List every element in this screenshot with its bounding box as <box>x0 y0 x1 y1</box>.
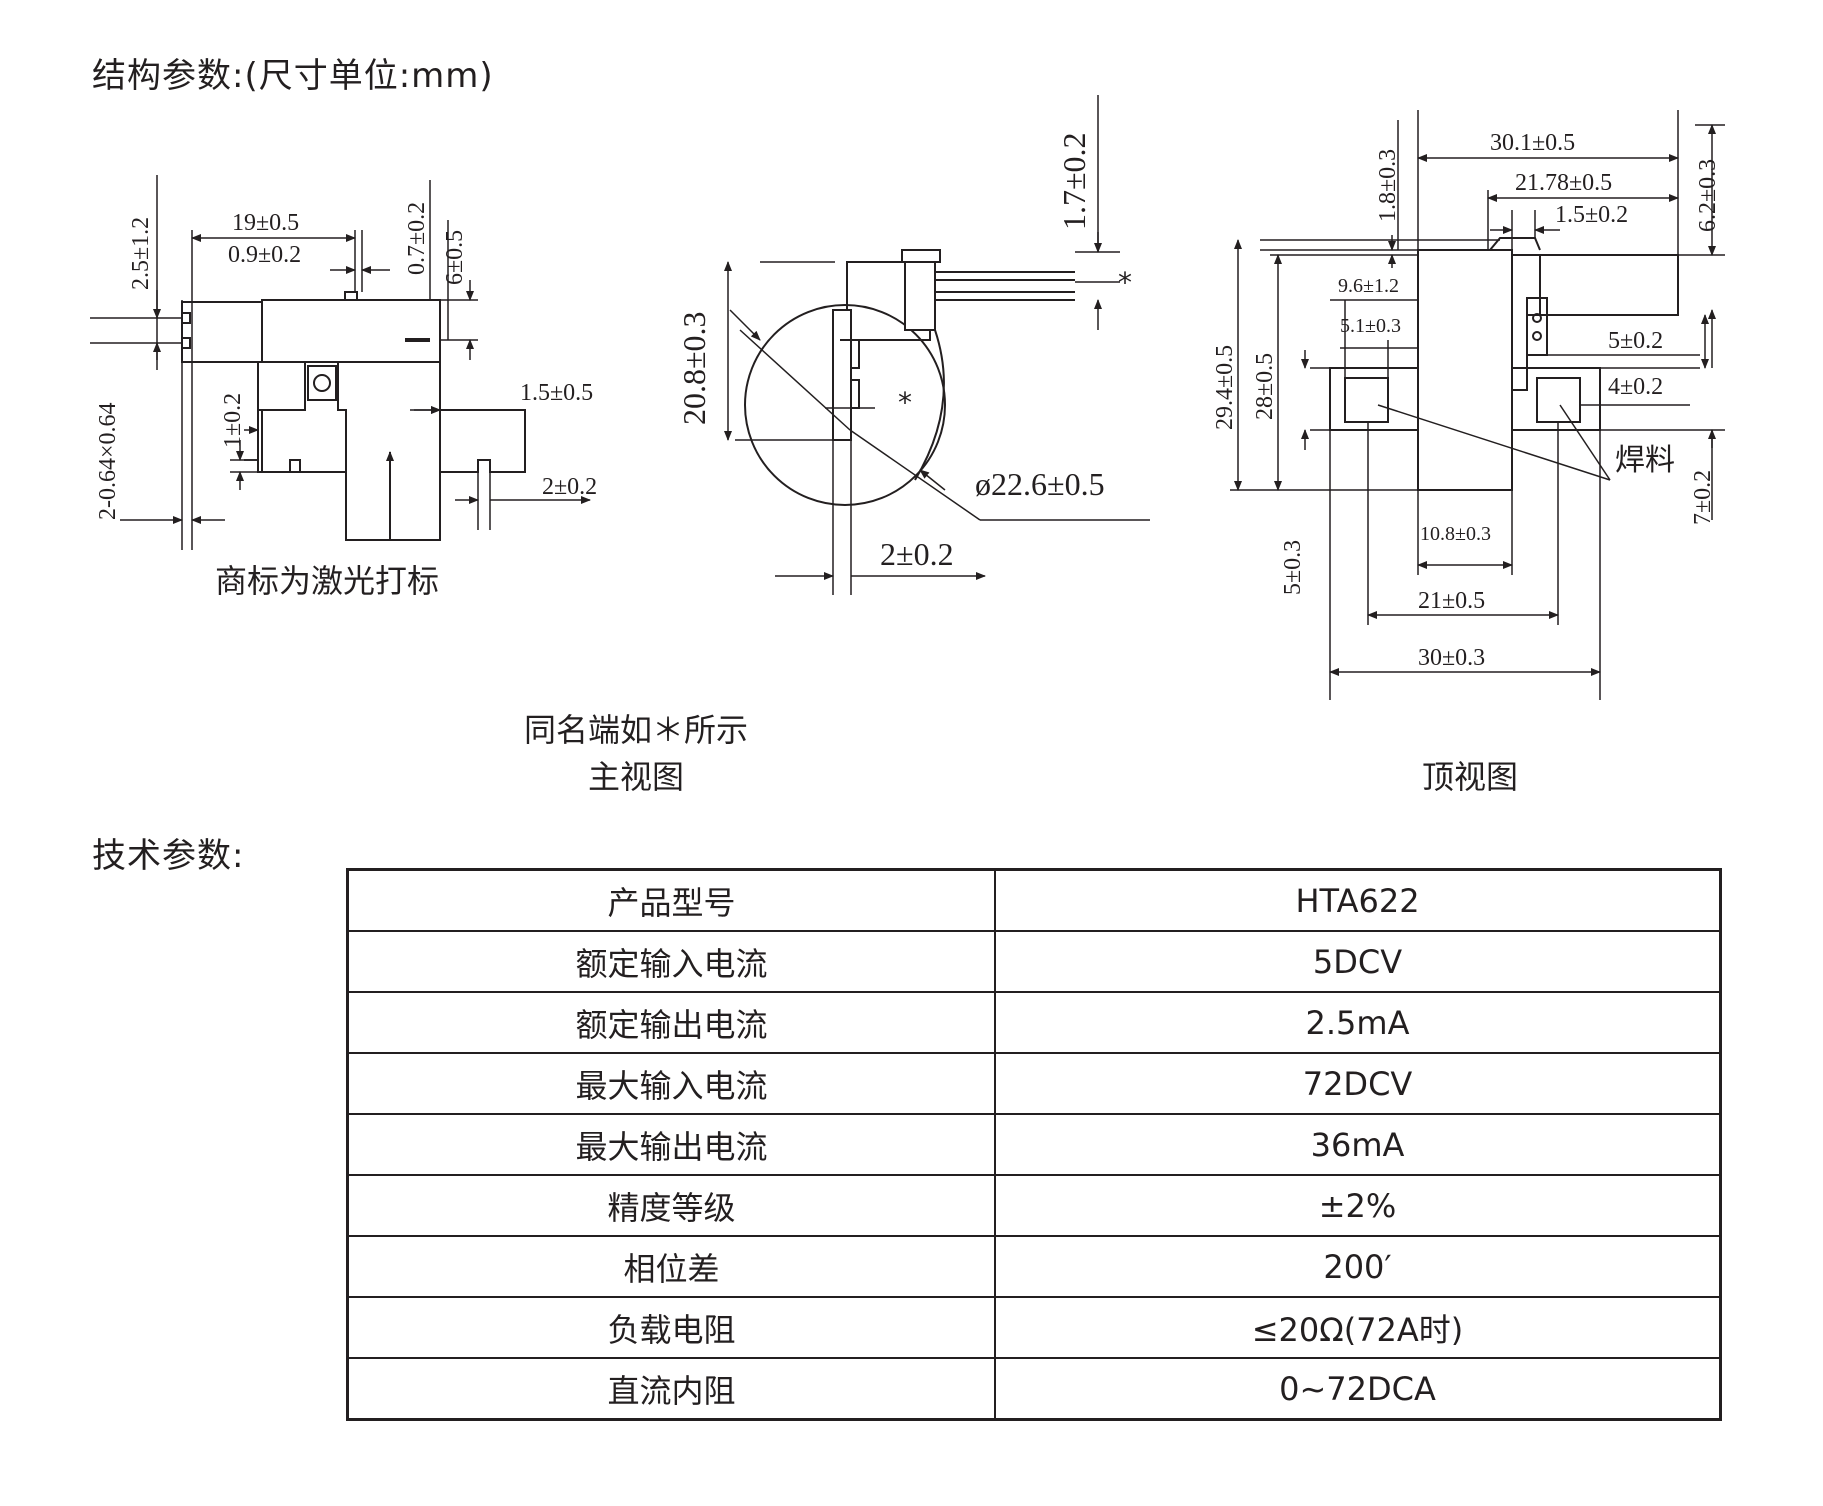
dim-1: 1±0.2 <box>220 393 246 448</box>
dim-5-1: 5.1±0.3 <box>1340 315 1401 337</box>
dim-6: 6±0.5 <box>442 230 468 285</box>
dim-top-1-5: 1.5±0.2 <box>1555 202 1628 228</box>
spec-value: 200′ <box>994 1235 1722 1298</box>
dim-side-2: 2±0.2 <box>880 536 954 572</box>
spec-label: 产品型号 <box>346 868 996 932</box>
spec-value: 0~72DCA <box>994 1357 1722 1421</box>
dim-4: 4±0.2 <box>1608 374 1663 400</box>
dim-6-2: 6.2±0.3 <box>1695 159 1721 232</box>
dim-0-9: 0.9±0.2 <box>228 242 301 268</box>
top-main-body <box>1417 249 1513 491</box>
technical-parameters-title: 技术参数: <box>92 836 245 876</box>
spec-label: 额定输出电流 <box>346 991 996 1054</box>
dim-29-4: 29.4±0.5 <box>1212 345 1238 430</box>
dim-30-1: 30.1±0.5 <box>1490 130 1575 156</box>
front-view-drawing <box>90 175 591 550</box>
spec-value: HTA622 <box>994 868 1722 932</box>
spec-value: 72DCV <box>994 1052 1722 1115</box>
spec-label: 最大输出电流 <box>346 1113 996 1176</box>
spec-label: 直流内阻 <box>346 1357 996 1421</box>
top-view-drawing <box>1230 110 1725 700</box>
dim-diameter-22-6: ø22.6±0.5 <box>975 466 1105 502</box>
dim-0-7: 0.7±0.2 <box>404 202 430 275</box>
table-row: 精度等级±2% <box>346 1174 1722 1237</box>
table-row: 负载电阻≤20Ω(72A时) <box>346 1296 1722 1359</box>
top-view-dimensions: 30.1±0.5 21.78±0.5 1.5±0.2 1.8±0.3 6.2±0… <box>1212 130 1721 671</box>
spec-value: ≤20Ω(72A时) <box>994 1296 1722 1359</box>
dim-1-8: 1.8±0.3 <box>1375 149 1401 222</box>
side-view-caption-line2: 主视图 <box>587 758 684 796</box>
side-view-caption-line1: 同名端如＊所示 <box>523 711 748 749</box>
dim-2: 2±0.2 <box>542 474 597 500</box>
dim-1-5: 1.5±0.5 <box>520 380 593 406</box>
spec-label: 额定输入电流 <box>346 930 996 993</box>
spec-label: 相位差 <box>346 1235 996 1298</box>
technical-drawings: 19±0.5 0.9±0.2 2.5±1.2 0.7±0.2 6±0.5 1.5… <box>90 95 1725 700</box>
dim-28: 28±0.5 <box>1252 353 1278 420</box>
spec-value: ±2% <box>994 1174 1722 1237</box>
dim-21: 21±0.5 <box>1418 588 1485 614</box>
spec-label: 精度等级 <box>346 1174 996 1237</box>
front-view-dimensions: 19±0.5 0.9±0.2 2.5±1.2 0.7±0.2 6±0.5 1.5… <box>95 202 597 600</box>
front-connector-body <box>181 301 263 363</box>
side-view-dimensions: 1.7±0.2 20.8±0.3 ø22.6±0.5 2±0.2 * * <box>676 132 1132 572</box>
front-main-body <box>257 299 441 541</box>
dim-1-7: 1.7±0.2 <box>1056 132 1092 230</box>
ring-outline <box>744 304 946 506</box>
polarity-star-core: * <box>898 386 912 419</box>
dim-2-5: 2.5±1.2 <box>128 217 154 290</box>
top-view-caption: 顶视图 <box>1421 758 1518 796</box>
spec-value: 36mA <box>994 1113 1722 1176</box>
structure-parameters-title: 结构参数:(尺寸单位:mm) <box>92 56 494 96</box>
spec-value: 2.5mA <box>994 991 1722 1054</box>
spec-label: 最大输入电流 <box>346 1052 996 1115</box>
dim-30: 30±0.3 <box>1418 645 1485 671</box>
spec-value: 5DCV <box>994 930 1722 993</box>
dim-21-78: 21.78±0.5 <box>1515 170 1612 196</box>
dim-20-8: 20.8±0.3 <box>676 311 712 425</box>
dim-5-0-3: 5±0.3 <box>1280 540 1306 595</box>
spec-label: 负载电阻 <box>346 1296 996 1359</box>
dim-10-8: 10.8±0.3 <box>1420 523 1491 545</box>
dim-19: 19±0.5 <box>232 210 299 236</box>
dim-9-6: 9.6±1.2 <box>1338 275 1399 297</box>
dim-7: 7±0.2 <box>1690 470 1716 525</box>
polarity-star-top: * <box>1118 266 1132 299</box>
dim-5-0-2: 5±0.2 <box>1608 328 1663 354</box>
dim-2-0-64: 2-0.64×0.64 <box>95 402 121 520</box>
trademark-note: 商标为激光打标 <box>215 562 439 600</box>
solder-label: 焊料 <box>1615 443 1675 478</box>
side-view-drawing <box>724 95 1150 595</box>
